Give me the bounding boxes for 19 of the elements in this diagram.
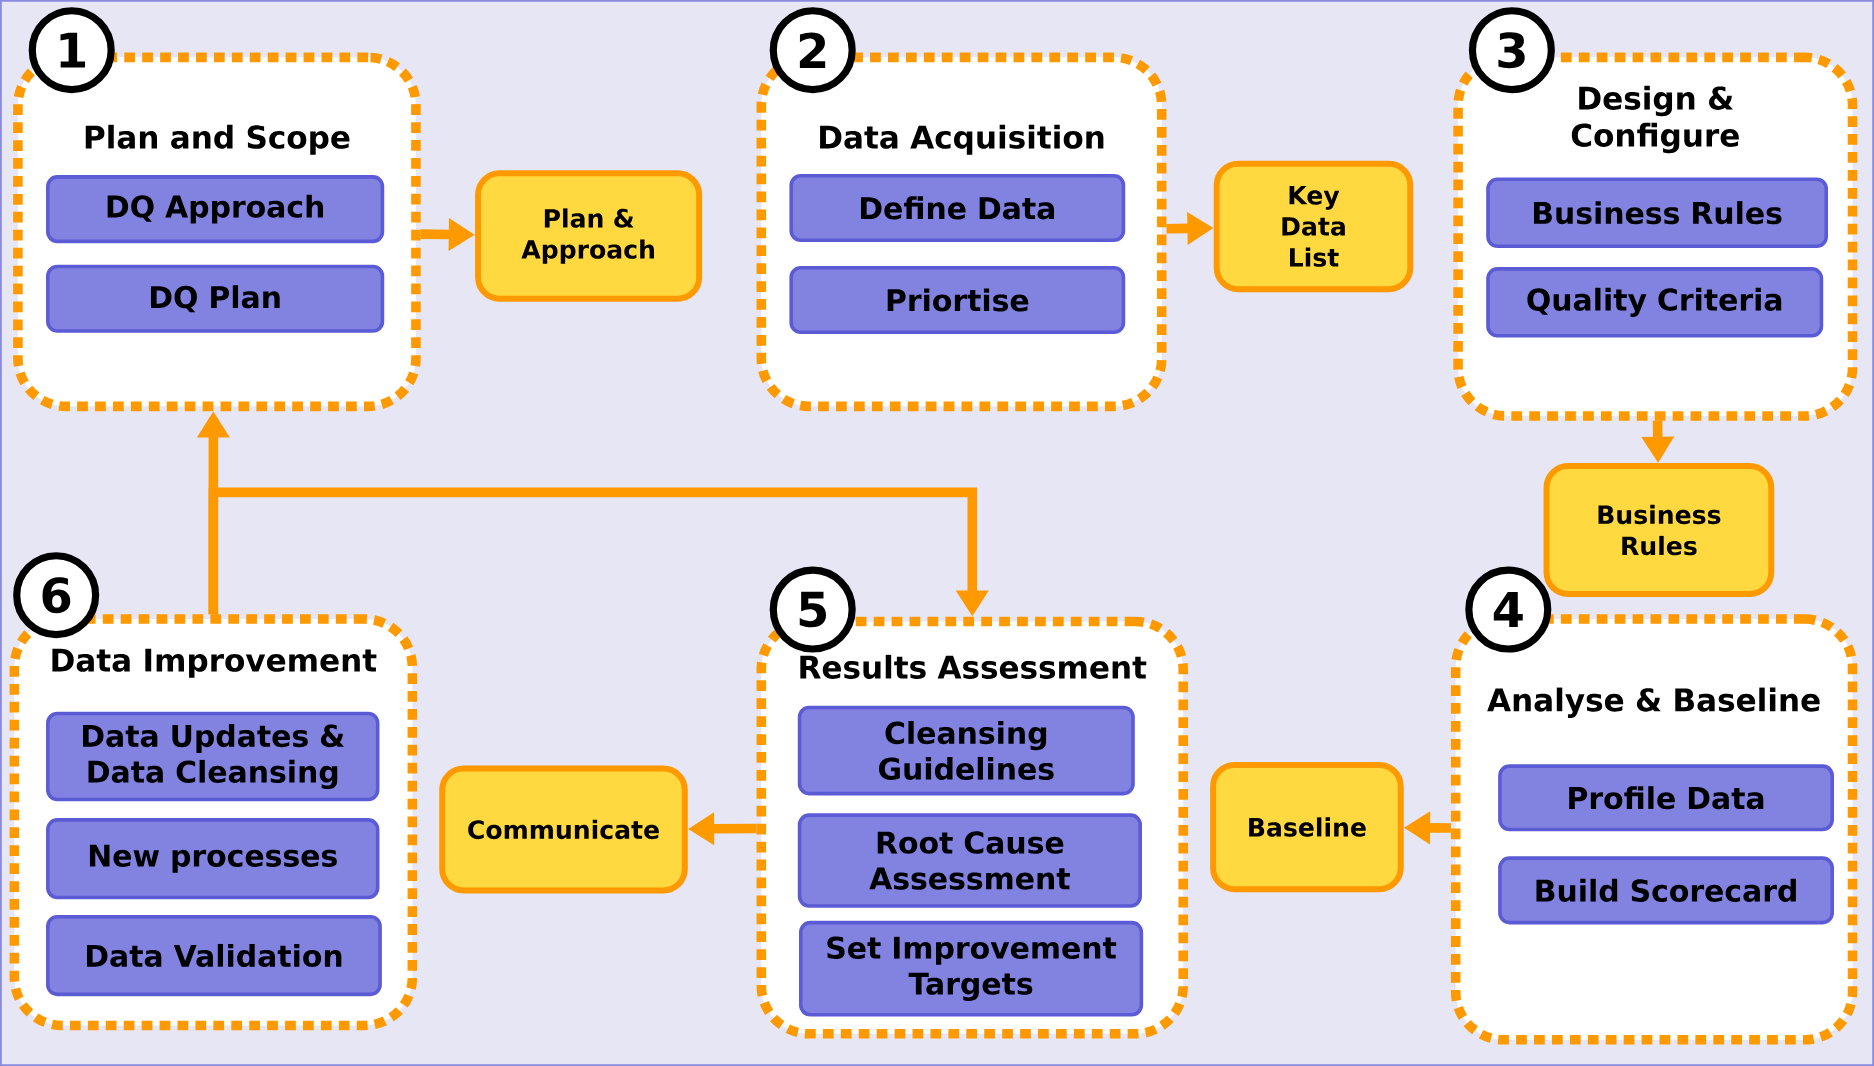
task-box: Root Cause Assessment	[797, 813, 1142, 908]
task-box: Define Data	[789, 173, 1126, 242]
task-box: DQ Approach	[46, 175, 385, 244]
task-box: Build Scorecard	[1498, 856, 1834, 925]
task-box: Quality Criteria	[1486, 267, 1824, 338]
task-box: Cleansing Guidelines	[797, 705, 1135, 796]
task-box: DQ Plan	[46, 264, 385, 333]
task-box: Business Rules	[1486, 177, 1828, 248]
task-box: Data Validation	[46, 914, 382, 997]
output-box: Business Rules	[1543, 463, 1775, 597]
output-box: Baseline	[1210, 761, 1404, 893]
task-box: New processes	[46, 818, 380, 900]
output-box: Plan & Approach	[475, 170, 703, 302]
task-box: Profile Data	[1498, 764, 1834, 832]
task-box: Priortise	[789, 265, 1126, 334]
task-box: Data Updates & Data Cleansing	[46, 711, 380, 802]
output-box: Key Data List	[1213, 160, 1414, 293]
output-box: Communicate	[439, 765, 688, 894]
task-box: Set Improvement Targets	[798, 920, 1144, 1017]
